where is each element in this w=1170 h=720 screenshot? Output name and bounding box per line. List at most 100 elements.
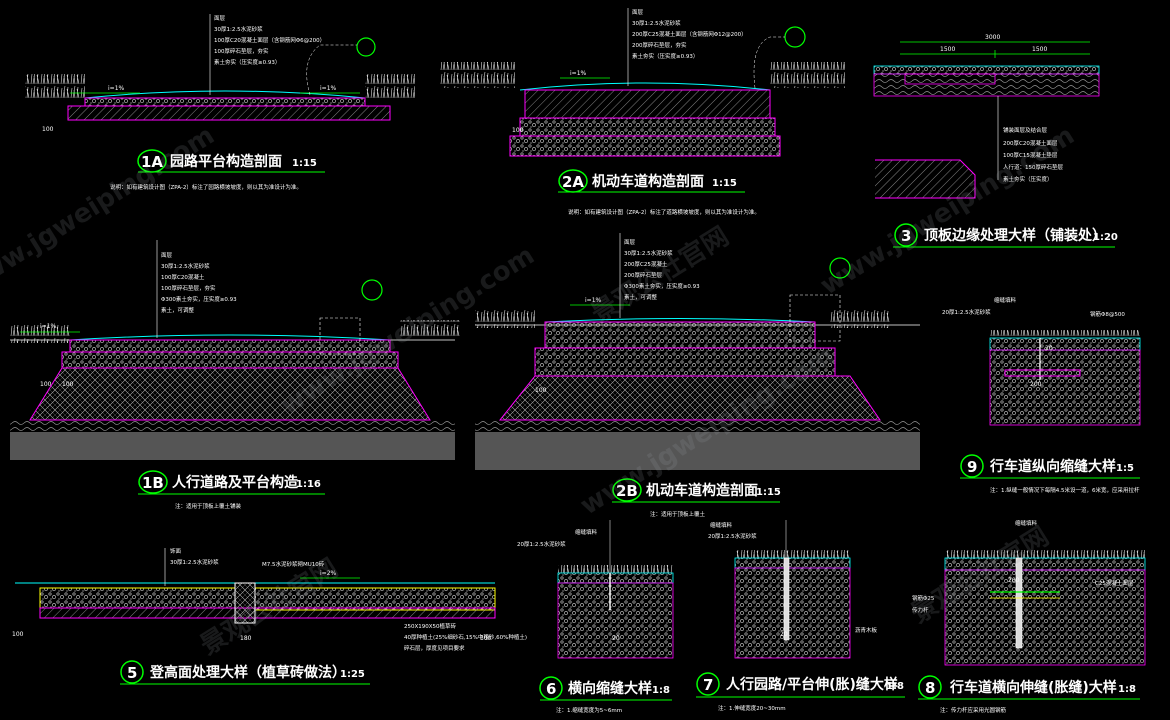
svg-text:C25混凝土面层: C25混凝土面层 [1095,579,1134,587]
dim-2B: 100 [535,387,547,394]
callout-ref-1A [356,37,376,57]
svg-text:素土夯实（压实度≥0.93）: 素土夯实（压实度≥0.93） [214,58,280,66]
svg-text:40厚种植土(25%细砂石,15%中粗砂,60%种植土): 40厚种植土(25%细砂石,15%中粗砂,60%种植土) [404,633,527,641]
svg-text:人行道：150厚碎石垫层: 人行道：150厚碎石垫层 [1003,163,1063,171]
title-6: 6 横向缩缝大样 1:8 注：1.缩缝宽度为5~6mm [539,676,672,714]
svg-text:2A: 2A [562,173,584,191]
layer-callout-3: 铺装面层及结合层 200厚C20混凝土面层 100厚C15混凝土垫层 人行道：1… [1003,126,1063,183]
detail-1A: i=1% i=1% 100 面层 30厚1:2.5水泥砂浆 100厚C20混凝土… [25,14,415,191]
title-7: 7 人行园路/平台伸(胀)缝大样 1:8 注：1.伸缝宽度20~30mm [696,672,905,712]
title-8: 8 行车道横向伸缝(胀缝)大样 1:8 注：传力杆应采用光圆钢筋 [918,675,1140,714]
dim-5-a: 100 [12,631,24,638]
svg-text:1:25: 1:25 [340,669,365,680]
title-2B: 2B 机动车道构造剖面 1:15 注：适用于顶板上覆土 [612,478,781,518]
svg-text:1:5: 1:5 [1116,463,1134,474]
slope-1B: i=1% [40,323,57,330]
dim-9: 200 [1030,381,1042,388]
dim-1B-a: 100 [40,381,52,388]
svg-text:横向缩缝大样: 横向缩缝大样 [568,680,652,697]
svg-text:200厚碎石垫层: 200厚碎石垫层 [624,271,662,279]
svg-text:100厚碎石垫层，夯实: 100厚碎石垫层，夯实 [214,47,269,55]
svg-text:1:8: 1:8 [1118,684,1136,695]
svg-text:30厚1:2.5水泥砂浆: 30厚1:2.5水泥砂浆 [161,262,210,270]
svg-text:Φ300素土夯实，压实度≥0.93: Φ300素土夯实，压实度≥0.93 [161,295,237,303]
svg-text:缩缝填料: 缩缝填料 [710,521,733,529]
svg-text:素土，可调整: 素土，可调整 [161,306,195,314]
dim-9-gap: 20 [1045,345,1053,352]
slope-5: i=2% [320,570,337,577]
svg-text:250X190X50植草砖: 250X190X50植草砖 [404,622,457,630]
svg-text:1:8: 1:8 [652,685,670,696]
detail-2A: i=1% 100 面层 30厚1:2.5水泥砂浆 200厚C25混凝土面层（含钢… [440,8,845,216]
svg-text:人行道路及平台构造: 人行道路及平台构造 [172,474,298,491]
svg-text:8: 8 [925,679,935,697]
dim-8: 200 [1008,577,1020,584]
svg-text:沥青木板: 沥青木板 [855,626,878,634]
svg-text:面层: 面层 [161,252,173,259]
svg-text:1:16: 1:16 [296,479,321,490]
svg-text:1:15: 1:15 [756,487,781,498]
svg-text:缩缝填料: 缩缝填料 [1015,519,1038,527]
svg-text:铺装面层及结合层: 铺装面层及结合层 [1003,126,1048,134]
svg-text:1:20: 1:20 [1093,232,1118,243]
watermark-cn: 景观公社官网 [586,221,735,330]
svg-text:说明：如有建筑设计图（ZPA-2）标注了道路横坡坡度，则以其: 说明：如有建筑设计图（ZPA-2）标注了道路横坡坡度，则以其为准设计为准。 [568,208,760,216]
svg-text:缩缝填料: 缩缝填料 [994,296,1017,304]
svg-text:20厚1:2.5水泥砂浆: 20厚1:2.5水泥砂浆 [517,540,566,548]
svg-text:1:8: 1:8 [886,681,904,692]
title-5: 5 登高面处理大样（植草砖做法） 1:25 [120,660,370,685]
svg-text:碎石层，厚度见项目要求: 碎石层，厚度见项目要求 [404,644,465,652]
title-2A: 2A 机动车道构造剖面 1:15 说明：如有建筑设计图（ZPA-2）标注了道路横… [558,169,760,216]
svg-text:200厚碎石垫层，夯实: 200厚碎石垫层，夯实 [632,41,687,49]
layer-callout-5: 饰面 30厚1:2.5水泥砂浆 M7.5水泥砂浆砌MU10砖 250X190X5… [170,547,527,652]
svg-text:说明：如有建筑设计图（ZPA-2）标注了园路横坡坡度，则以其: 说明：如有建筑设计图（ZPA-2）标注了园路横坡坡度，则以其为准设计为准。 [110,183,302,191]
detail-5: i=2% 100 180 100 饰面 30厚1:2.5水泥砂浆 M7.5水泥砂… [12,547,527,685]
svg-text:200厚C20混凝土面层: 200厚C20混凝土面层 [1003,139,1058,147]
svg-text:人行园路/平台伸(胀)缝大样: 人行园路/平台伸(胀)缝大样 [726,676,898,693]
slope-2A: i=1% [570,70,587,77]
svg-text:1B: 1B [142,474,164,492]
layer-callout-6: 缩缝填料 20厚1:2.5水泥砂浆 [517,528,598,548]
svg-text:行车道纵向缩缝大样: 行车道纵向缩缝大样 [989,458,1116,475]
svg-text:7: 7 [703,676,713,694]
svg-text:注：1.缩缝宽度为5~6mm: 注：1.缩缝宽度为5~6mm [556,706,622,714]
svg-text:20厚1:2.5水泥砂浆: 20厚1:2.5水泥砂浆 [708,532,757,540]
dim-2A: 100 [512,127,524,134]
grass-right [365,74,415,98]
svg-text:Φ300素土夯实，压实度≥0.93: Φ300素土夯实，压实度≥0.93 [624,282,700,290]
svg-text:1:15: 1:15 [292,158,317,169]
svg-text:5: 5 [127,664,137,682]
layer-callout-2B: 面层 30厚1:2.5水泥砂浆 200厚C25混凝土 200厚碎石垫层 Φ300… [624,239,700,301]
svg-text:机动车道构造剖面: 机动车道构造剖面 [592,173,704,190]
detail-8: 200 缩缝填料 C25混凝土面层 钢筋Φ25 传力杆 8 行车道横向伸缝(胀缝… [912,519,1146,714]
svg-text:100厚C15混凝土垫层: 100厚C15混凝土垫层 [1003,151,1058,159]
dim-1A: 100 [42,126,54,133]
svg-text:注：1.纵缝一般情况下每隔4.5米设一道，6米宽，应采用拉杆: 注：1.纵缝一般情况下每隔4.5米设一道，6米宽，应采用拉杆 [990,486,1140,494]
svg-text:饰面: 饰面 [170,547,182,555]
svg-text:缩缝填料: 缩缝填料 [575,528,598,536]
svg-text:200厚C25混凝土: 200厚C25混凝土 [624,260,668,268]
dim-3-total: 3000 [985,34,1000,41]
dim-5-b: 180 [240,635,252,642]
slope-1A-left: i=1% [108,85,125,92]
dim-6: 20 [612,635,620,642]
title-3: 3 顶板边缘处理大样（铺装处） 1:20 [893,223,1118,248]
detail-9: 200 20 缩缝填料 20厚1:2.5水泥砂浆 钢筋Φ8@500 9 行车道纵… [942,296,1141,494]
svg-text:100厚C20混凝土面层（含钢筋网Φ6@200）: 100厚C20混凝土面层（含钢筋网Φ6@200） [214,36,325,44]
svg-text:3: 3 [901,227,911,245]
watermark-url: www.jgweiping.com [815,120,1080,301]
dim-7: 20 [780,631,788,638]
svg-text:30厚1:2.5水泥砂浆: 30厚1:2.5水泥砂浆 [624,249,673,257]
svg-text:200厚C25混凝土面层（含钢筋网Φ12@200）: 200厚C25混凝土面层（含钢筋网Φ12@200） [632,30,747,38]
dim-3-right: 1500 [1032,46,1047,53]
svg-text:6: 6 [546,680,556,698]
svg-text:100厚碎石垫层，夯实: 100厚碎石垫层，夯实 [161,284,216,292]
slope-1A-right: i=1% [320,85,337,92]
svg-text:机动车道构造剖面: 机动车道构造剖面 [646,482,758,499]
svg-text:2B: 2B [616,482,638,500]
svg-text:面层: 面层 [632,9,644,16]
svg-text:20厚1:2.5水泥砂浆: 20厚1:2.5水泥砂浆 [942,308,991,316]
svg-text:顶板边缘处理大样（铺装处）: 顶板边缘处理大样（铺装处） [924,227,1106,244]
svg-text:登高面处理大样（植草砖做法）: 登高面处理大样（植草砖做法） [149,664,346,681]
